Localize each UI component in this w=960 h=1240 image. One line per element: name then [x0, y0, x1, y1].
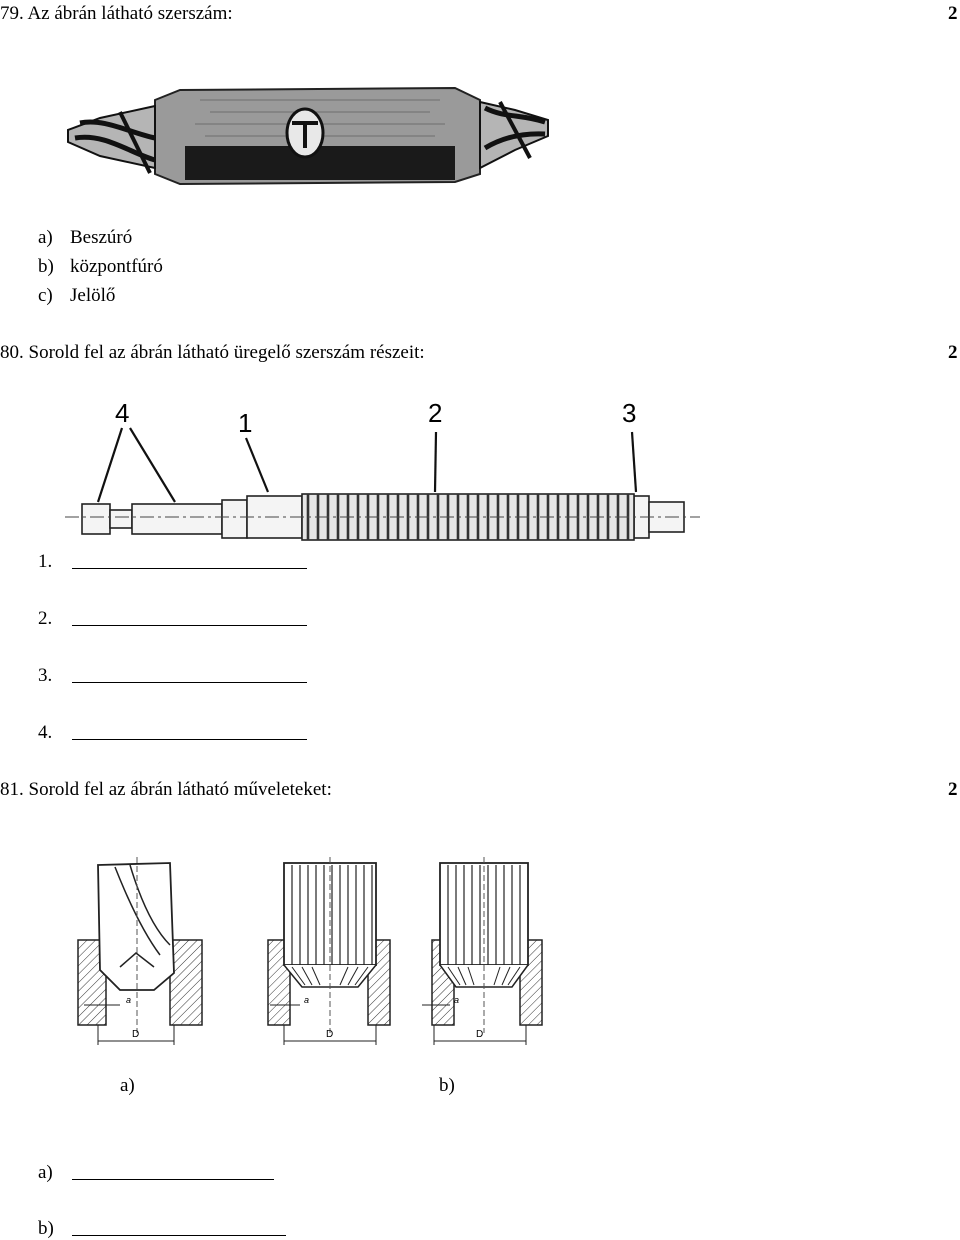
option-79-b: b)központfúró: [38, 256, 163, 277]
operation-drilling: D a: [77, 857, 203, 1045]
operations-diagram: D a D a: [77, 857, 543, 1045]
option-79-c: c)Jelölő: [38, 285, 116, 306]
question-81-text: 81. Sorold fel az ábrán látható művelete…: [0, 779, 332, 800]
answer-80-field-3[interactable]: [72, 682, 307, 683]
center-drill-image: [67, 86, 549, 186]
answer-81-label-a: a): [38, 1162, 53, 1183]
broach-tool-image: 4 1 2 3: [65, 398, 700, 541]
callout-3: 3: [622, 398, 636, 428]
question-80-text: 80. Sorold fel az ábrán látható üregelő …: [0, 342, 425, 363]
dim-a-1: a: [126, 995, 131, 1005]
callout-2: 2: [428, 398, 442, 428]
callout-4: 4: [115, 398, 129, 428]
answer-81-field-b[interactable]: [72, 1235, 286, 1236]
caption-81-b: b): [439, 1075, 455, 1096]
caption-81-a: a): [120, 1075, 135, 1096]
answer-80-field-2[interactable]: [72, 625, 307, 626]
answer-81-label-b: b): [38, 1218, 54, 1239]
dim-a-2: a: [304, 995, 309, 1005]
answer-80-field-4[interactable]: [72, 739, 307, 740]
dim-d-3: D: [476, 1029, 483, 1040]
question-79-points: 2: [948, 3, 958, 24]
answer-80-label-2: 2.: [38, 608, 53, 629]
operation-tool-3: D a: [422, 857, 543, 1045]
question-79-text: 79. Az ábrán látható szerszám:: [0, 3, 233, 24]
manufacturer-logo-icon: [285, 107, 325, 159]
answer-80-label-4: 4.: [38, 722, 53, 743]
dim-a-3: a: [454, 995, 459, 1005]
callout-1: 1: [238, 408, 252, 438]
option-79-a: a)Beszúró: [38, 227, 133, 248]
operation-tool-2: D a: [267, 857, 391, 1045]
answer-80-label-1: 1.: [38, 551, 53, 572]
dim-d-2: D: [326, 1029, 333, 1040]
answer-80-field-1[interactable]: [72, 568, 307, 569]
question-80-points: 2: [948, 342, 958, 363]
answer-81-field-a[interactable]: [72, 1179, 274, 1180]
answer-80-label-3: 3.: [38, 665, 53, 686]
dim-d-1: D: [132, 1029, 139, 1040]
question-81-points: 2: [948, 779, 958, 800]
